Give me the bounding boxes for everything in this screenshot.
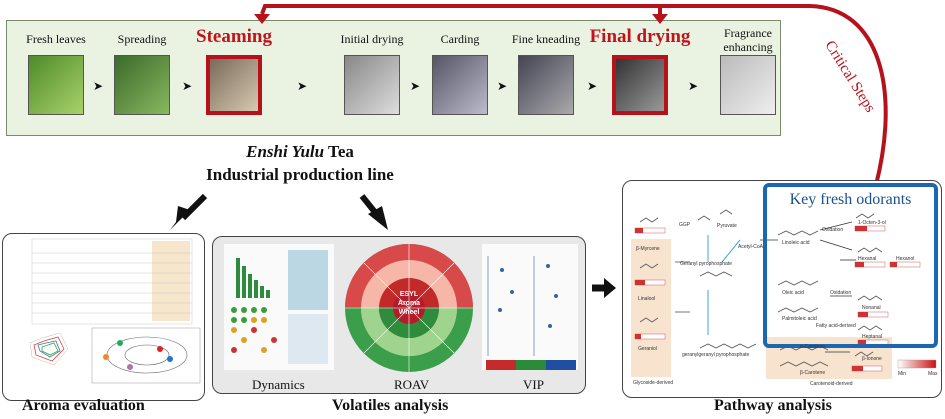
intermediate-gpp: Geranyl pyrophosphate bbox=[680, 261, 732, 267]
intermediate-acetyl-coa: Acetyl-CoA bbox=[738, 244, 764, 250]
step-photo-0 bbox=[28, 55, 84, 115]
aroma-evaluation-title: Aroma evaluation bbox=[22, 397, 145, 414]
step-arrow-1: ➤ bbox=[182, 79, 193, 93]
step-arrow-6: ➤ bbox=[688, 79, 699, 93]
production-title-line2: Industrial production line bbox=[206, 165, 394, 184]
step-arrow-0: ➤ bbox=[93, 79, 104, 93]
precursor-linalool: Linalool bbox=[638, 296, 656, 302]
aroma-evaluation-figure bbox=[29, 238, 201, 384]
group-fatty-acid: Fatty acid-derived bbox=[816, 323, 856, 329]
title-italic: Enshi Yulu bbox=[246, 142, 325, 161]
step-label-7: Fragrance enhancing bbox=[723, 26, 773, 54]
glycoside-column bbox=[631, 239, 671, 377]
fatty-acid-palmitoleic: Palmitoleic acid bbox=[782, 316, 817, 322]
precursor-geraniol: Geraniol bbox=[638, 346, 657, 352]
volatiles-figure bbox=[224, 244, 578, 372]
dynamics-label: Dynamics bbox=[252, 377, 305, 392]
step-label-0: Fresh leaves bbox=[26, 32, 86, 46]
odorant-nonanal: Nonanal bbox=[862, 305, 881, 311]
roav-label: ROAV bbox=[394, 377, 430, 392]
step-arrow-4: ➤ bbox=[497, 79, 508, 93]
step-label-3: Initial drying bbox=[340, 32, 404, 46]
legend-min: Min bbox=[898, 371, 907, 377]
step-label-2: Steaming bbox=[196, 26, 272, 47]
group-carotenoid: Carotenoid-derived bbox=[810, 381, 853, 387]
key-fresh-odorants-box: Key fresh odorants bbox=[763, 183, 938, 348]
legend-max: Max bbox=[928, 371, 938, 377]
step-arrow-5: ➤ bbox=[587, 79, 598, 93]
step-photo-5 bbox=[518, 55, 574, 115]
volatiles-analysis-title: Volatiles analysis bbox=[332, 397, 449, 414]
step-arrow-2: ➤ bbox=[297, 79, 308, 93]
title-rest: Tea bbox=[324, 142, 354, 161]
step-photo-1 bbox=[114, 55, 170, 115]
wheel-center-label: ESYL Aroma Wheel bbox=[393, 290, 425, 317]
step-label-5: Fine kneading bbox=[511, 32, 581, 46]
step-photo-2 bbox=[206, 55, 262, 115]
step-photo-4 bbox=[432, 55, 488, 115]
wheel-center-line1: ESYL bbox=[399, 291, 419, 298]
intermediate-ggp: GGP bbox=[679, 222, 691, 228]
precursor-myrcene: β-Myrcene bbox=[636, 246, 660, 252]
oxidation-label-1: Oxidation bbox=[822, 227, 844, 233]
pathway-analysis-title: Pathway analysis bbox=[714, 397, 832, 414]
odorant-hexanol: Hexanol bbox=[896, 256, 915, 262]
key-fresh-odorants-title: Key fresh odorants bbox=[789, 191, 912, 208]
vip-label: VIP bbox=[523, 377, 544, 392]
step-arrow-3: ➤ bbox=[410, 79, 421, 93]
odorant-hexanal: Hexanal bbox=[858, 256, 877, 262]
step-photo-3 bbox=[344, 55, 400, 115]
group-glycoside: Glycoside-derived bbox=[633, 380, 674, 386]
wheel-center-line2: Aroma bbox=[397, 300, 421, 307]
odorant-heptanal: Heptanal bbox=[862, 334, 883, 340]
carotene-beta: β-Carotene bbox=[800, 370, 826, 376]
step-label-4: Carding bbox=[440, 32, 480, 46]
wheel-center-line3: Wheel bbox=[398, 309, 420, 316]
step-photo-6 bbox=[612, 55, 668, 115]
oxidation-label-2: Oxidation bbox=[830, 290, 852, 296]
intermediate-ggpp: geranylgeranyl pyrophosphate bbox=[682, 352, 750, 358]
ionone-beta: β-Ionone bbox=[862, 356, 882, 362]
intermediate-pyruvate: Pyruvate bbox=[717, 223, 737, 229]
carotene-alpha: α-Carotene bbox=[800, 344, 826, 350]
fatty-acid-oleic: Oleic acid bbox=[782, 290, 804, 296]
odorant-octenol: 1-Octen-3-ol bbox=[858, 220, 886, 226]
production-title: Enshi Yulu Tea bbox=[170, 142, 430, 162]
step-photo-7 bbox=[720, 55, 776, 115]
fatty-acid-linoleic: Linoleic acid bbox=[782, 240, 810, 246]
step-label-1: Spreading bbox=[117, 32, 167, 46]
step-label-6: Final drying bbox=[589, 26, 691, 47]
